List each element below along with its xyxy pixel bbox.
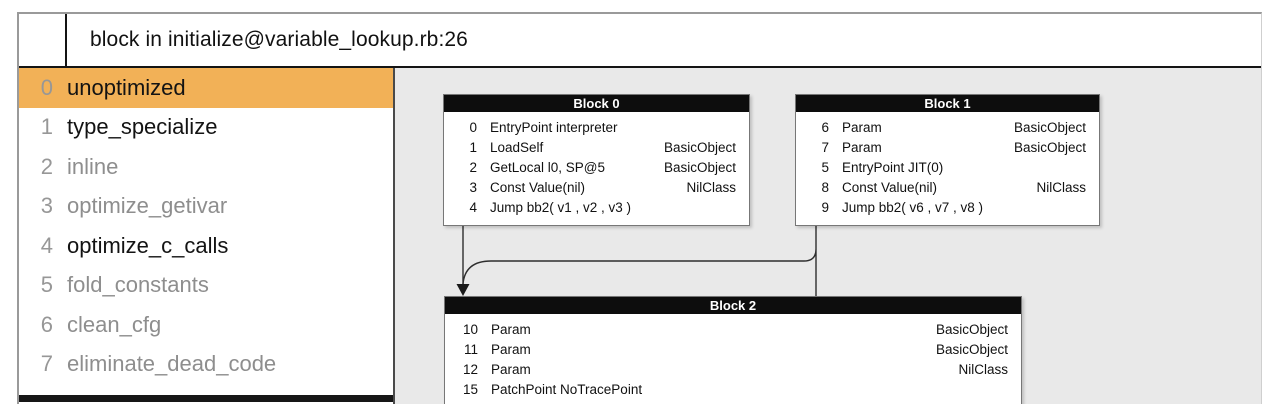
instruction-text: Param: [491, 342, 531, 357]
title-bar: block in initialize@variable_lookup.rb:2…: [19, 14, 1261, 68]
instruction-row: 4 Jump bb2( v1 , v2 , v3 ): [444, 198, 749, 218]
block-title: Block 2: [445, 297, 1021, 314]
arrowhead-icon: [456, 284, 470, 296]
sidebar-item-optimize_getivar[interactable]: 3 optimize_getivar: [19, 187, 393, 227]
instruction-id: 6: [821, 120, 829, 135]
instruction-text: Param: [491, 322, 531, 337]
instruction-id: 10: [462, 322, 478, 337]
instruction-row: 12 Param NilClass: [445, 360, 1021, 380]
pass-label: optimize_c_calls: [67, 232, 229, 258]
pass-label: fold_constants: [67, 272, 209, 298]
instruction-text: Param: [491, 362, 531, 377]
pass-index: 2: [40, 153, 53, 179]
instruction-type: BasicObject: [935, 322, 1008, 337]
instruction-id: 5: [821, 160, 829, 175]
content-area: 0 unoptimized 1 type_specialize 2 inline 3 opti…: [19, 68, 1261, 404]
instruction-row: 3 Const Value(nil) NilClass: [444, 178, 749, 198]
pass-label: eliminate_dead_code: [67, 351, 277, 377]
pass-index: 7: [40, 351, 53, 377]
instruction-id: 8: [821, 180, 829, 195]
instruction-id: 2: [469, 160, 477, 175]
pass-index: 4: [40, 232, 53, 258]
header-corner-cell: [19, 14, 67, 66]
instruction-row: 1 LoadSelf BasicObject: [444, 138, 749, 158]
instruction-id: 15: [462, 382, 478, 397]
instruction-id: 0: [469, 120, 477, 135]
block-title: Block 0: [444, 95, 749, 112]
instruction-type: BasicObject: [1013, 120, 1086, 135]
instruction-id: 12: [462, 362, 478, 377]
instruction-row: 15 PatchPoint NoTracePoint: [445, 380, 1021, 400]
sidebar-item-unoptimized[interactable]: 0 unoptimized: [19, 68, 393, 108]
instruction-row: 6 Param BasicObject: [796, 118, 1099, 138]
pass-index: 1: [40, 114, 53, 140]
instruction-row: 10 Param BasicObject: [445, 320, 1021, 340]
instruction-id: 7: [821, 140, 829, 155]
sidebar-item-fold_constants[interactable]: 5 fold_constants: [19, 266, 393, 306]
pass-list: 0 unoptimized 1 type_specialize 2 inline 3 opti…: [19, 68, 393, 384]
pass-index: 3: [40, 193, 53, 219]
instruction-id: 4: [469, 200, 477, 215]
sidebar-footer-bar: [19, 395, 393, 402]
instruction-text: LoadSelf: [490, 140, 544, 155]
instruction-type: NilClass: [958, 362, 1008, 377]
pass-label: optimize_getivar: [67, 193, 228, 219]
sidebar-item-inline[interactable]: 2 inline: [19, 147, 393, 187]
instruction-row: 7 Param BasicObject: [796, 138, 1099, 158]
instruction-text: Param: [842, 140, 882, 155]
instruction-row: 2 GetLocal l0, SP@5 BasicObject: [444, 158, 749, 178]
sidebar-item-eliminate_dead_code[interactable]: 7 eliminate_dead_code: [19, 345, 393, 385]
instruction-type: NilClass: [1036, 180, 1086, 195]
instruction-text: GetLocal l0, SP@5: [490, 160, 606, 175]
instruction-row: 11 Param BasicObject: [445, 340, 1021, 360]
pass-index: 5: [40, 272, 53, 298]
instruction-text: PatchPoint NoTracePoint: [491, 382, 643, 397]
instruction-type: NilClass: [686, 180, 736, 195]
instruction-id: 11: [463, 342, 478, 357]
instruction-row: 9 Jump bb2( v6 , v7 , v8 ): [796, 198, 1099, 218]
sidebar-item-optimize_c_calls[interactable]: 4 optimize_c_calls: [19, 226, 393, 266]
pass-label: unoptimized: [67, 74, 186, 100]
instruction-row: 8 Const Value(nil) NilClass: [796, 178, 1099, 198]
instruction-text: Const Value(nil): [842, 180, 938, 195]
instruction-type: BasicObject: [663, 140, 736, 155]
pass-label: type_specialize: [67, 114, 218, 140]
pass-label: inline: [67, 153, 119, 179]
instruction-text: Jump bb2( v6 , v7 , v8 ): [842, 200, 984, 215]
instruction-text: EntryPoint JIT(0): [842, 160, 944, 175]
instruction-id: 1: [469, 140, 477, 155]
instruction-row: 5 EntryPoint JIT(0): [796, 158, 1099, 178]
sidebar-item-type_specialize[interactable]: 1 type_specialize: [19, 108, 393, 148]
page-title: block in initialize@variable_lookup.rb:2…: [90, 28, 468, 51]
instruction-text: Const Value(nil): [490, 180, 586, 195]
sidebar-item-clean_cfg[interactable]: 6 clean_cfg: [19, 305, 393, 345]
instruction-text: EntryPoint interpreter: [490, 120, 618, 135]
pass-index: 0: [40, 74, 53, 100]
instruction-id: 9: [821, 200, 829, 215]
instruction-text: Param: [842, 120, 882, 135]
app-window: block in initialize@variable_lookup.rb:2…: [17, 12, 1262, 404]
pass-sidebar: 0 unoptimized 1 type_specialize 2 inline 3 opti…: [19, 68, 395, 404]
instruction-type: BasicObject: [1013, 140, 1086, 155]
instruction-type: BasicObject: [935, 342, 1008, 357]
pass-index: 6: [40, 311, 53, 337]
instruction-type: BasicObject: [663, 160, 736, 175]
instruction-text: Jump bb2( v1 , v2 , v3 ): [490, 200, 632, 215]
block-title: Block 1: [796, 95, 1099, 112]
instruction-id: 3: [469, 180, 477, 195]
pass-label: clean_cfg: [67, 311, 162, 337]
instruction-row: 0 EntryPoint interpreter: [444, 118, 749, 138]
